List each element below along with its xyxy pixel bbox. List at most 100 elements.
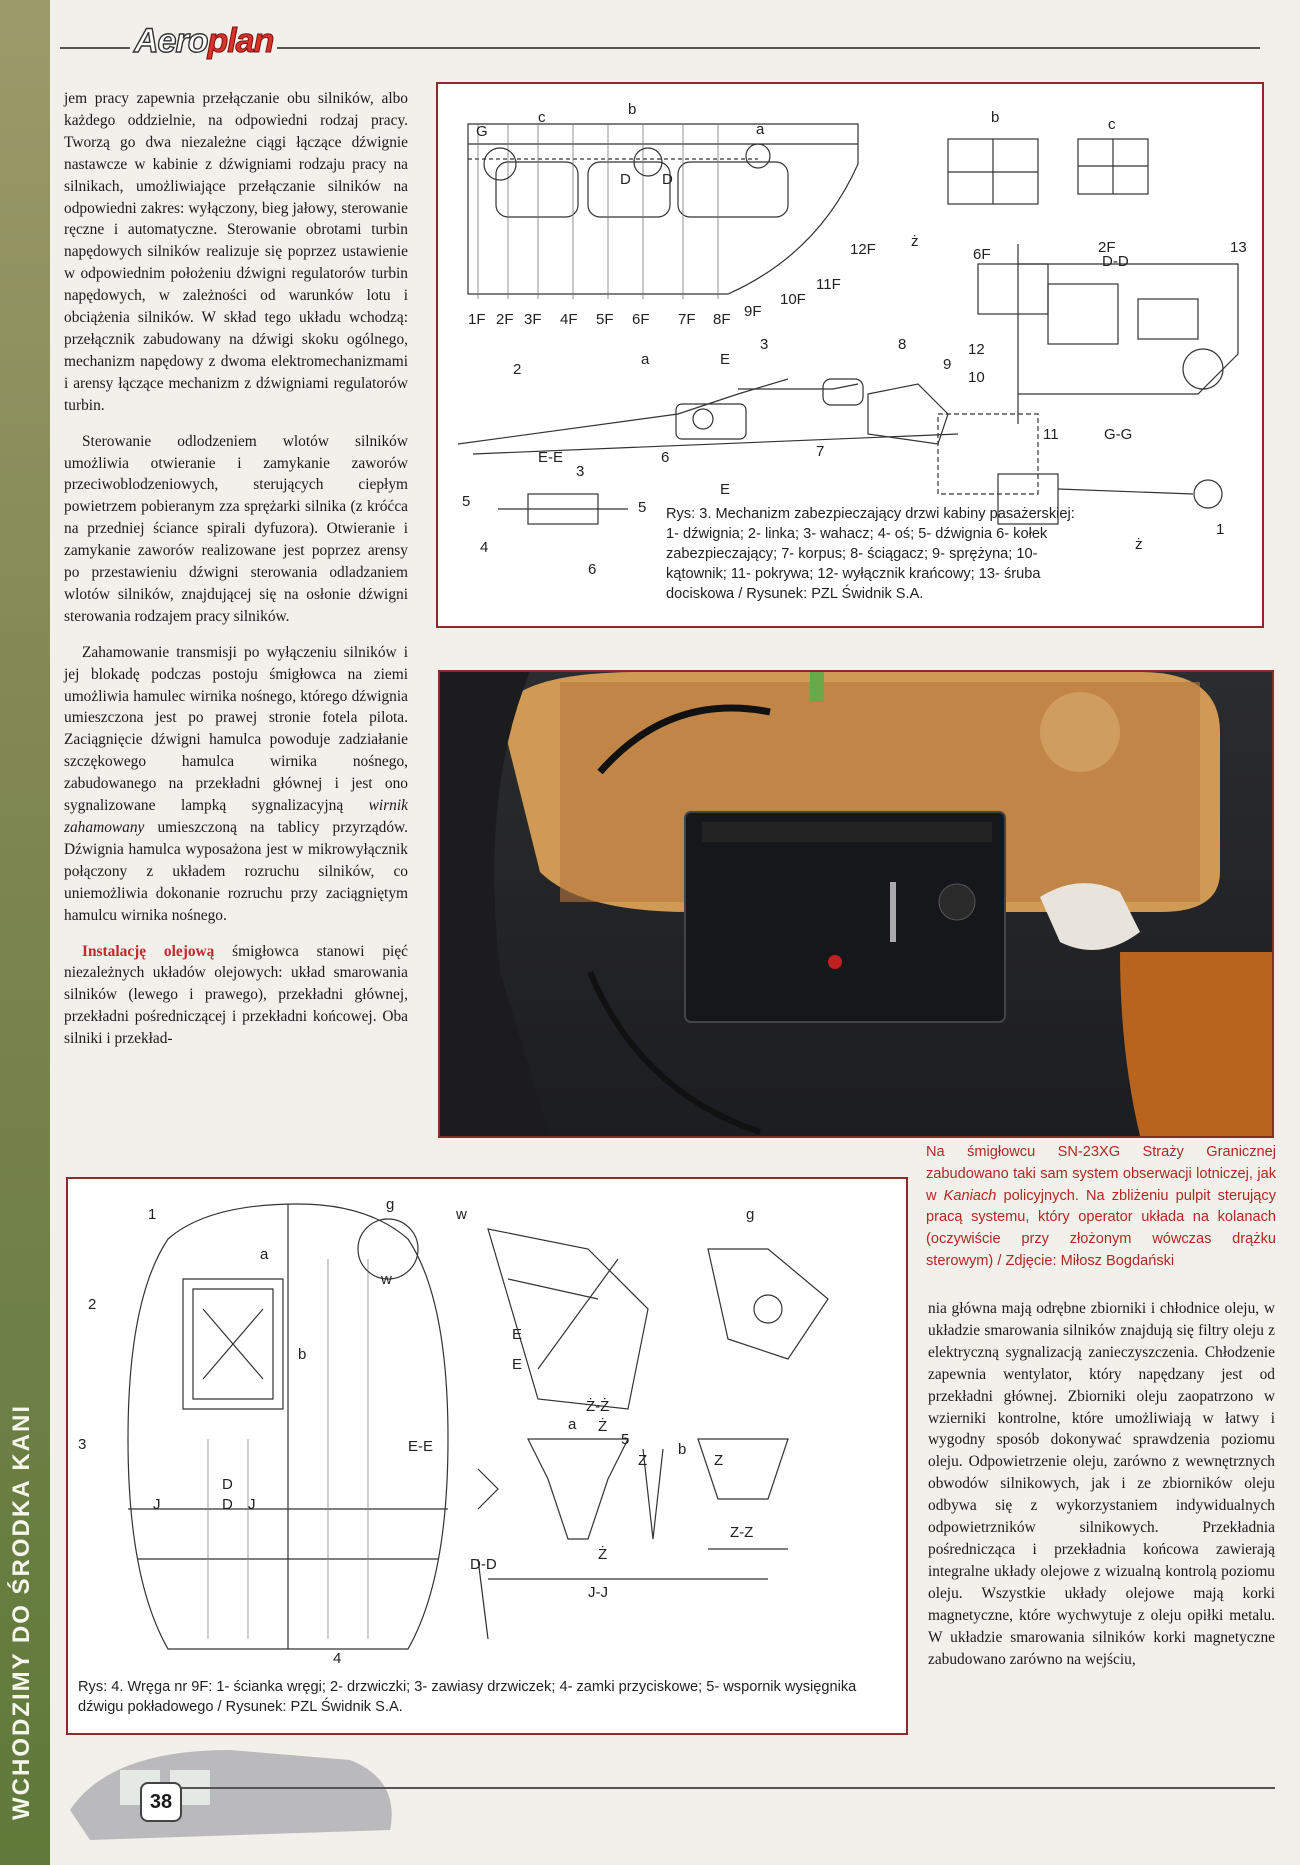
fig3-label-7: 7	[816, 443, 824, 460]
fig3-frame-8f: 8F	[713, 311, 731, 328]
footer-rule	[150, 1787, 1275, 1789]
fig3-label-3: 3	[760, 336, 768, 353]
control-panel-photo	[438, 670, 1274, 1138]
fig3-label-a: a	[756, 121, 765, 138]
fig3-label-9: 9	[943, 356, 951, 373]
fig3-label-c: c	[538, 109, 546, 126]
fig3-frame-1f: 1F	[468, 311, 486, 328]
fig4-label-zz: Ż-Ż	[586, 1397, 609, 1415]
fig4-label-dd: D-D	[470, 1556, 497, 1573]
logo-part-1: Aero	[133, 21, 209, 60]
fig3-frame-12f: 12F	[850, 241, 876, 258]
fig3-frame-9f: 9F	[744, 303, 762, 320]
figure-4-caption: Rys: 4. Wręga nr 9F: 1- ścianka wręgi; 2…	[78, 1679, 857, 1715]
fig4-label-3: 3	[78, 1436, 86, 1453]
fig4-label-j: J	[153, 1496, 161, 1513]
paragraph-2: Sterowanie odlodzeniem wlotów silników u…	[64, 432, 408, 625]
fig3-label-d2: D	[662, 171, 673, 188]
fig3-label-4: 4	[480, 539, 488, 556]
photo-caption-start: Na śmigłowcu SN-23XG Straży Granicznej z…	[926, 1144, 1276, 1204]
fig4-label-ee: E-E	[408, 1438, 433, 1455]
magazine-logo: Aeroplan	[130, 21, 278, 61]
fig4-label-d: D	[222, 1476, 233, 1493]
fig3-label-1: 1	[1216, 521, 1224, 538]
header-rule	[60, 47, 1260, 49]
fig3-label-11: 11	[1043, 426, 1059, 443]
fig3-label-10: 10	[968, 369, 985, 386]
fig4-label-a2: a	[568, 1416, 577, 1433]
fig3-label-8: 8	[898, 336, 906, 353]
fig4-label-d2: D	[222, 1496, 233, 1513]
fig4-label-a: a	[260, 1246, 269, 1263]
right-paragraph: nia główna mają odrębne zbiorniki i chło…	[928, 1300, 1275, 1668]
left-column: jem pracy zapewnia przełączanie obu siln…	[64, 88, 408, 1064]
fig4-label-zmark2: Ż	[598, 1545, 607, 1563]
fig4-label-b2: b	[678, 1441, 686, 1458]
fig3-frame-11f: 11F	[816, 276, 841, 293]
side-band	[0, 0, 50, 1865]
paragraph-1: jem pracy zapewnia przełączanie obu siln…	[64, 90, 408, 414]
fig3-label-g: G	[476, 123, 488, 140]
fig4-label-zl: Z	[638, 1452, 647, 1469]
fig3-label-2f: 2F	[1098, 239, 1116, 256]
fig4-label-e2: E	[512, 1356, 522, 1373]
fig4-label-jj: J-J	[588, 1584, 608, 1601]
fig3-label-3b: 3	[576, 463, 584, 480]
paragraph-3: Zahamowanie transmisji po wyłączeniu sil…	[64, 642, 408, 927]
paragraph-3-end: umieszczoną na tablicy przyrządów. Dźwig…	[64, 819, 408, 924]
figure-4: 1 2 3 4 5 a b g w w g E E D D J J b a E-…	[66, 1177, 908, 1735]
paragraph-3-start: Zahamowanie transmisji po wyłączeniu sil…	[64, 643, 408, 815]
fig3-label-6f: 6F	[973, 246, 991, 263]
fig3-label-zz2: ż	[1135, 536, 1143, 553]
fig4-label-g2: g	[746, 1206, 754, 1223]
fig3-label-b2: b	[991, 109, 999, 126]
fig3-label-12: 12	[968, 341, 985, 358]
fig4-label-g: g	[386, 1196, 394, 1213]
photo-caption-italic: Kaniach	[943, 1187, 997, 1204]
paragraph-4-rest: śmigłowca stanowi pięć niezależnych ukła…	[64, 942, 408, 1048]
fig3-label-e: E	[720, 351, 730, 368]
fig4-label-w: w	[455, 1206, 467, 1223]
fig4-label-z2: Z-Z	[730, 1524, 753, 1541]
fig4-label-zl2: Z	[714, 1452, 723, 1469]
fig4-label-5: 5	[621, 1431, 629, 1448]
fig4-label-e: E	[512, 1326, 522, 1343]
fig3-label-a2: a	[641, 351, 650, 368]
paragraph-4: Instalację olejową śmigłowca stanowi pię…	[64, 941, 408, 1051]
fig4-label-4: 4	[333, 1650, 341, 1667]
fig3-frame-10f: 10F	[780, 291, 806, 308]
fig3-label-dd: D-D	[1102, 253, 1129, 270]
fig3-frame-7f: 7F	[678, 311, 696, 328]
fig4-label-1: 1	[148, 1206, 156, 1223]
fig4-label-b: b	[298, 1346, 306, 1363]
fig4-label-w2: w	[380, 1271, 392, 1288]
paragraph-3-italic: wirnik zahamowany	[64, 797, 408, 836]
fig3-label-13: 13	[1230, 239, 1247, 256]
figure-4-drawing: 1 2 3 4 5 a b g w w g E E D D J J b a E-…	[78, 1196, 829, 1667]
helicopter-footer-image	[70, 1750, 392, 1840]
fig3-label-c2: c	[1108, 116, 1116, 133]
photo-illustration	[440, 672, 1272, 1136]
figure-3: 1F 2F 3F 4F 5F 6F 7F 8F 9F 10F 11F 12F c…	[436, 82, 1264, 628]
fig3-label-5: 5	[462, 493, 470, 510]
fig3-frame-4f: 4F	[560, 311, 578, 328]
fig3-label-gg: G-G	[1104, 426, 1132, 443]
fig3-label-d: D	[620, 171, 631, 188]
fig4-label-j2: J	[248, 1496, 256, 1513]
fig4-label-2: 2	[88, 1296, 96, 1313]
fig3-label-e2: E	[720, 481, 730, 498]
fig4-label-zmark: Ż	[598, 1417, 607, 1435]
section-title: WCHODZIMY DO ŚRODKA KANI	[8, 1404, 35, 1820]
logo-part-2: plan	[207, 22, 275, 61]
right-column: nia główna mają odrębne zbiorniki i chło…	[928, 1298, 1275, 1670]
photo-caption-end: policyjnych. Na zbliżeniu pulpit sterują…	[926, 1187, 1277, 1269]
fig3-frame-2f: 2F	[496, 311, 514, 328]
fig3-frame-3f: 3F	[524, 311, 542, 328]
fig3-label-zz: ż	[911, 233, 919, 250]
figure-3-drawing: 1F 2F 3F 4F 5F 6F 7F 8F 9F 10F 11F 12F c…	[457, 101, 1247, 578]
fig3-frame-6f: 6F	[632, 311, 650, 328]
fig3-label-6: 6	[661, 449, 669, 466]
fig3-label-6b: 6	[588, 561, 596, 578]
paragraph-4-highlight: Instalację olejową	[82, 942, 215, 960]
page-number: 38	[140, 1782, 182, 1822]
